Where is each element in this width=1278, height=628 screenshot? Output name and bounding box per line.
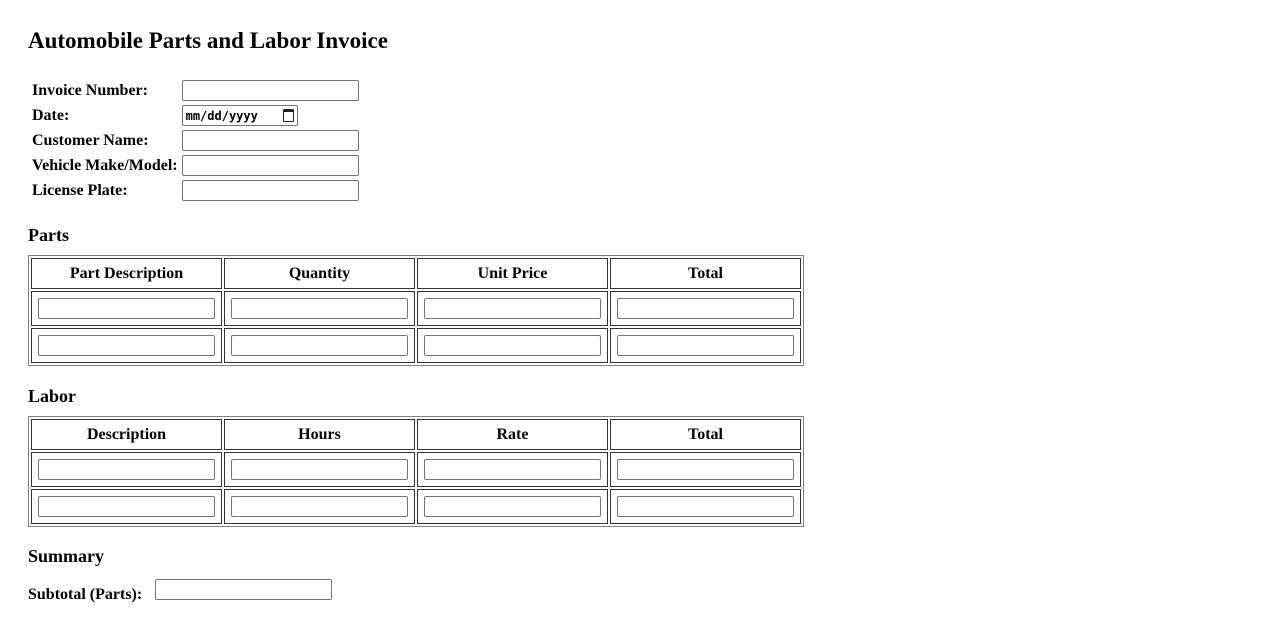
license-plate-input[interactable] xyxy=(181,180,359,201)
table-row xyxy=(31,452,801,487)
part-description-input[interactable] xyxy=(38,298,215,319)
vehicle-label: Vehicle Make/Model: xyxy=(32,156,178,174)
labor-hours-input[interactable] xyxy=(231,496,408,517)
date-label: Date: xyxy=(32,106,70,124)
column-header: Total xyxy=(610,419,801,450)
labor-description-input[interactable] xyxy=(38,459,215,480)
labor-table: Description Hours Rate Total xyxy=(28,416,804,527)
invoice-number-input[interactable] xyxy=(181,80,359,101)
subtotal-parts-input[interactable] xyxy=(155,579,332,600)
parts-table: Part Description Quantity Unit Price Tot… xyxy=(28,255,804,366)
labor-total-input[interactable] xyxy=(617,459,794,480)
customer-name-input[interactable] xyxy=(181,130,359,151)
column-header: Unit Price xyxy=(417,258,608,289)
invoice-info-form: Invoice Number: Date: mm/dd/yyyy Customer… xyxy=(29,77,362,204)
vehicle-input[interactable] xyxy=(181,155,359,176)
column-header: Quantity xyxy=(224,258,415,289)
column-header: Rate xyxy=(417,419,608,450)
column-header: Description xyxy=(31,419,222,450)
labor-heading: Labor xyxy=(28,386,77,406)
labor-description-input[interactable] xyxy=(38,496,215,517)
column-header: Total xyxy=(610,258,801,289)
invoice-number-label: Invoice Number: xyxy=(32,81,148,99)
subtotal-parts-label: Subtotal (Parts): xyxy=(28,586,143,603)
parts-heading: Parts xyxy=(28,225,69,245)
part-quantity-input[interactable] xyxy=(231,298,408,319)
table-row xyxy=(31,291,801,326)
page-title: Automobile Parts and Labor Invoice xyxy=(28,28,388,53)
license-plate-label: License Plate: xyxy=(32,181,128,199)
calendar-icon[interactable] xyxy=(282,109,294,122)
labor-total-input[interactable] xyxy=(617,496,794,517)
customer-name-label: Customer Name: xyxy=(32,131,149,149)
part-quantity-input[interactable] xyxy=(231,335,408,356)
part-total-input[interactable] xyxy=(617,335,794,356)
labor-hours-input[interactable] xyxy=(231,459,408,480)
part-unit-price-input[interactable] xyxy=(424,335,601,356)
labor-rate-input[interactable] xyxy=(424,459,601,480)
table-row xyxy=(31,489,801,524)
part-unit-price-input[interactable] xyxy=(424,298,601,319)
part-description-input[interactable] xyxy=(38,335,215,356)
summary-heading: Summary xyxy=(28,546,104,566)
labor-rate-input[interactable] xyxy=(424,496,601,517)
date-placeholder: mm/dd/yyyy xyxy=(185,108,258,123)
subtotal-parts-row: Subtotal (Parts): xyxy=(28,579,1278,604)
column-header: Part Description xyxy=(31,258,222,289)
column-header: Hours xyxy=(224,419,415,450)
date-input[interactable]: mm/dd/yyyy xyxy=(181,105,298,126)
table-row xyxy=(31,328,801,363)
part-total-input[interactable] xyxy=(617,298,794,319)
